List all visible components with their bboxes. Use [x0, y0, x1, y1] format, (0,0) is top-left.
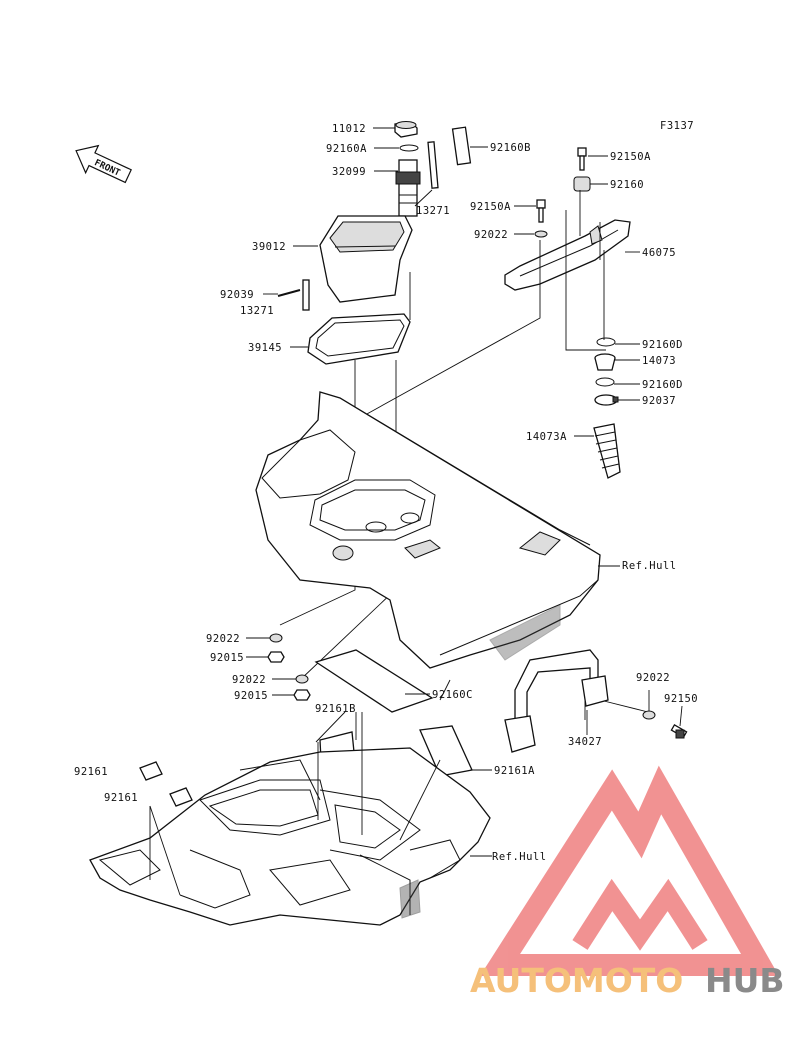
part-92160d-oring-2 [595, 377, 615, 387]
part-39012-tray [319, 215, 413, 303]
part-13271-strip-lower [302, 279, 310, 311]
part-13271-strip-upper [427, 141, 439, 189]
callout-label: 92160D [642, 339, 683, 351]
part-92022-washer-4 [642, 710, 656, 720]
part-92022-washer-1 [534, 230, 548, 238]
part-92015-nut-1 [267, 651, 285, 663]
callout-label: 92150A [470, 201, 511, 213]
part-92015-nut-2 [293, 689, 311, 701]
part-92037-clamp [594, 394, 619, 406]
part-92160c-decal [314, 649, 434, 713]
callout-label: 92160A [326, 143, 367, 155]
part-32099-drain [395, 159, 421, 217]
part-92160b-strip [451, 126, 472, 166]
figure-code: F3137 [660, 120, 694, 132]
part-92039-pin [277, 289, 301, 297]
deck-lower-hull [89, 747, 491, 926]
callout-label: 92161 [74, 766, 108, 778]
callout-label: 92161A [494, 765, 535, 777]
part-92160-bushing [573, 176, 591, 192]
part-14073a-hose [593, 423, 621, 479]
watermark-text-part1: AUTOMOTO [470, 961, 683, 1000]
callout-label: 92150 [664, 693, 698, 705]
callout-label: 92160C [432, 689, 473, 701]
callout-label: 34027 [568, 736, 602, 748]
part-92150a-bolt-1 [577, 147, 587, 171]
part-34027-handle [504, 649, 609, 753]
part-92022-washer-2 [269, 633, 283, 643]
callout-label: Ref.Hull [492, 851, 547, 863]
callout-label: 92015 [234, 690, 268, 702]
callout-label: 13271 [240, 305, 274, 317]
part-92160a-oring [399, 144, 419, 152]
part-92150a-bolt-2 [536, 199, 546, 223]
front-arrow-icon: FRONT [75, 144, 132, 184]
part-14073-fitting [594, 353, 616, 371]
deck-upper-hull [255, 391, 601, 669]
callout-label: 92015 [210, 652, 244, 664]
watermark-text-part2: HUB [705, 961, 785, 1000]
part-39145-gasket [307, 313, 411, 365]
callout-label: 92022 [206, 633, 240, 645]
callout-label: 92160 [610, 179, 644, 191]
callout-label: 39012 [252, 241, 286, 253]
callout-label: 92160B [490, 142, 531, 154]
part-92160d-oring-1 [596, 337, 616, 347]
callout-label: 92022 [232, 674, 266, 686]
callout-label: 92150A [610, 151, 651, 163]
callout-leader-lines [149, 127, 683, 896]
part-46075-handle [504, 219, 631, 291]
callout-label: 92022 [636, 672, 670, 684]
automotohub-logo-icon [479, 765, 779, 976]
callout-label: 13271 [416, 205, 450, 217]
callout-label: 92022 [474, 229, 508, 241]
callout-label: 14073 [642, 355, 676, 367]
part-11012-cap [394, 121, 418, 138]
callout-label: 92160D [642, 379, 683, 391]
callout-label: 11012 [332, 123, 366, 135]
callout-labels: 11012 92160A 32099 13271 39012 92039 132… [74, 123, 698, 863]
part-92150-bolt [670, 724, 688, 739]
part-92161-decal-2 [169, 787, 193, 807]
callout-label: 32099 [332, 166, 366, 178]
callout-label: 14073A [526, 431, 567, 443]
part-92161-decal-1 [139, 761, 163, 781]
callout-label: Ref.Hull [622, 560, 677, 572]
callout-label: 46075 [642, 247, 676, 259]
callout-label: 92161B [315, 703, 356, 715]
callout-label: 39145 [248, 342, 282, 354]
callout-label: 92039 [220, 289, 254, 301]
part-92022-washer-3 [295, 674, 309, 684]
callout-label: 92037 [642, 395, 676, 407]
callout-label: 92161 [104, 792, 138, 804]
